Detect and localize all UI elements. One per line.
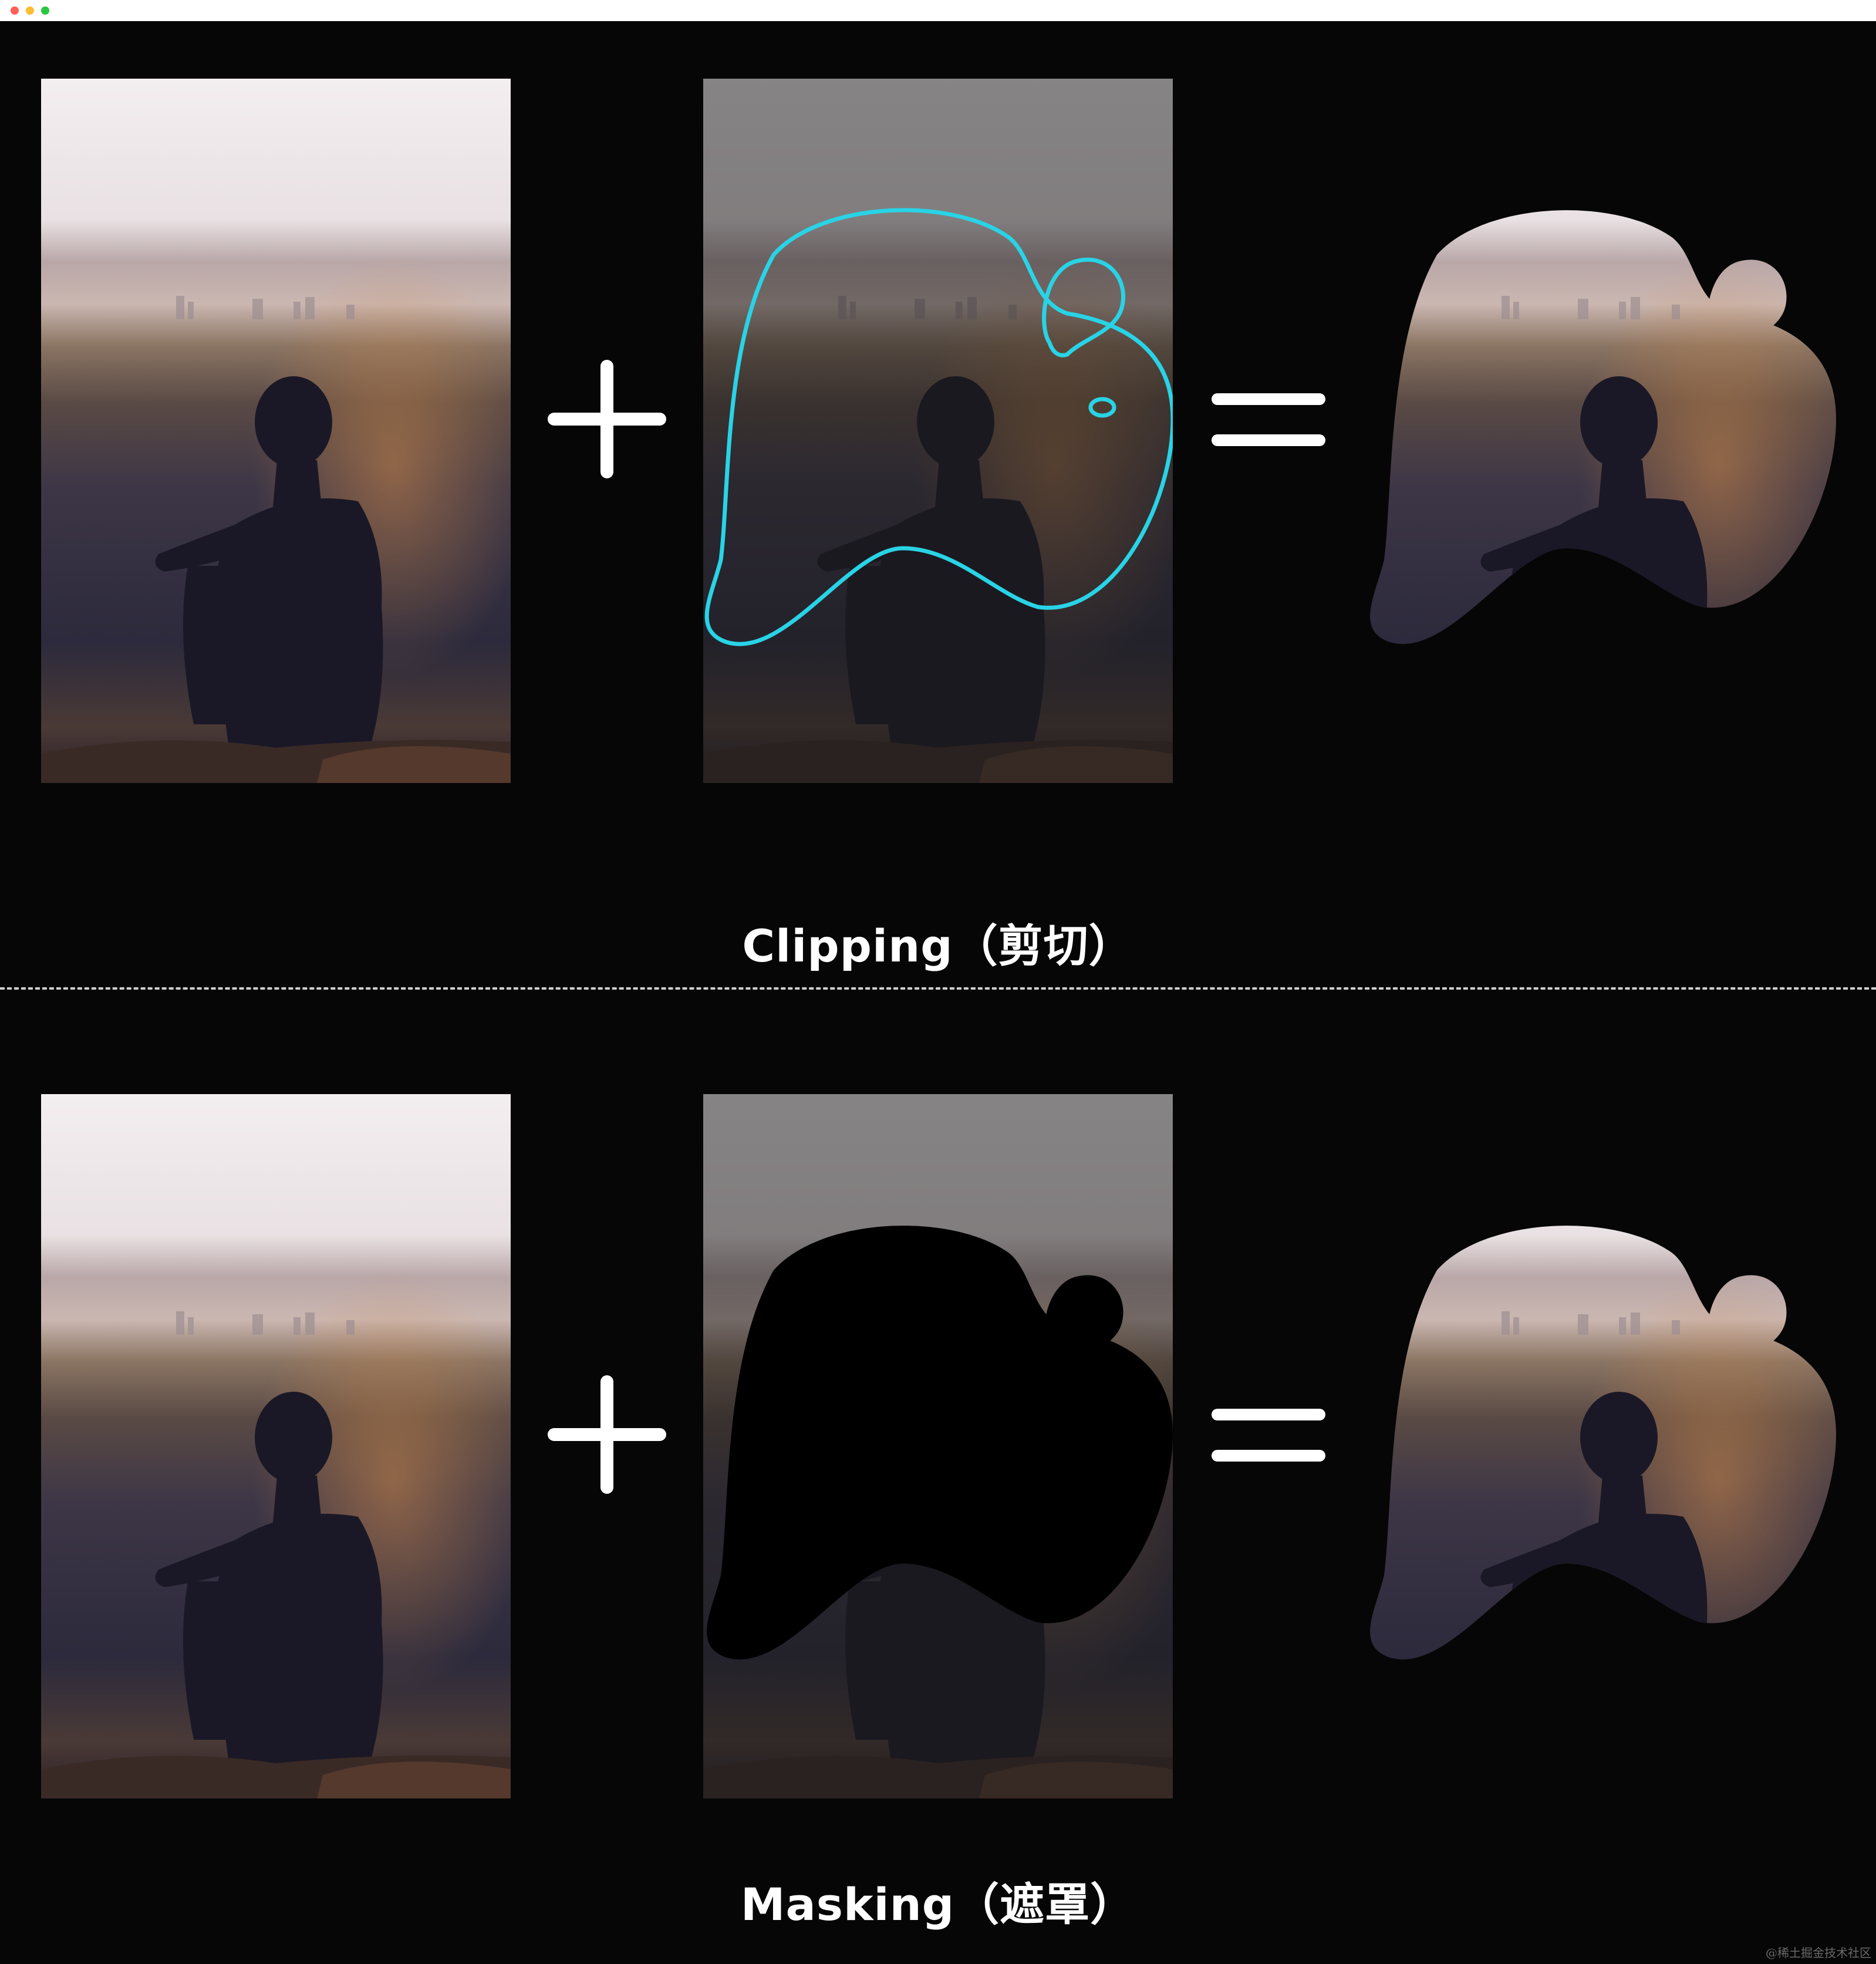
equals-operator-icon xyxy=(1212,393,1325,446)
masked-result xyxy=(1366,1094,1836,1798)
mask-preview xyxy=(703,1094,1173,1798)
masking-caption: Masking（遮罩） xyxy=(740,1878,1136,1931)
source-photo xyxy=(41,79,511,783)
minimize-window-button[interactable] xyxy=(26,6,34,15)
clipping-caption: Clipping（剪切） xyxy=(742,920,1134,972)
clipped-result xyxy=(1366,79,1836,783)
window-titlebar xyxy=(0,0,1876,21)
section-divider xyxy=(0,987,1876,990)
clip-path-preview xyxy=(703,79,1173,783)
close-window-button[interactable] xyxy=(11,6,19,15)
zoom-window-button[interactable] xyxy=(41,6,49,15)
plus-operator-icon xyxy=(548,360,666,478)
masking-row xyxy=(41,1094,1836,1798)
equals-operator-icon xyxy=(1212,1409,1325,1462)
plus-operator-icon xyxy=(548,1375,666,1494)
clipping-row xyxy=(41,79,1836,783)
watermark: @稀土掘金技术社区 xyxy=(1766,1946,1871,1960)
source-photo xyxy=(41,1094,511,1798)
